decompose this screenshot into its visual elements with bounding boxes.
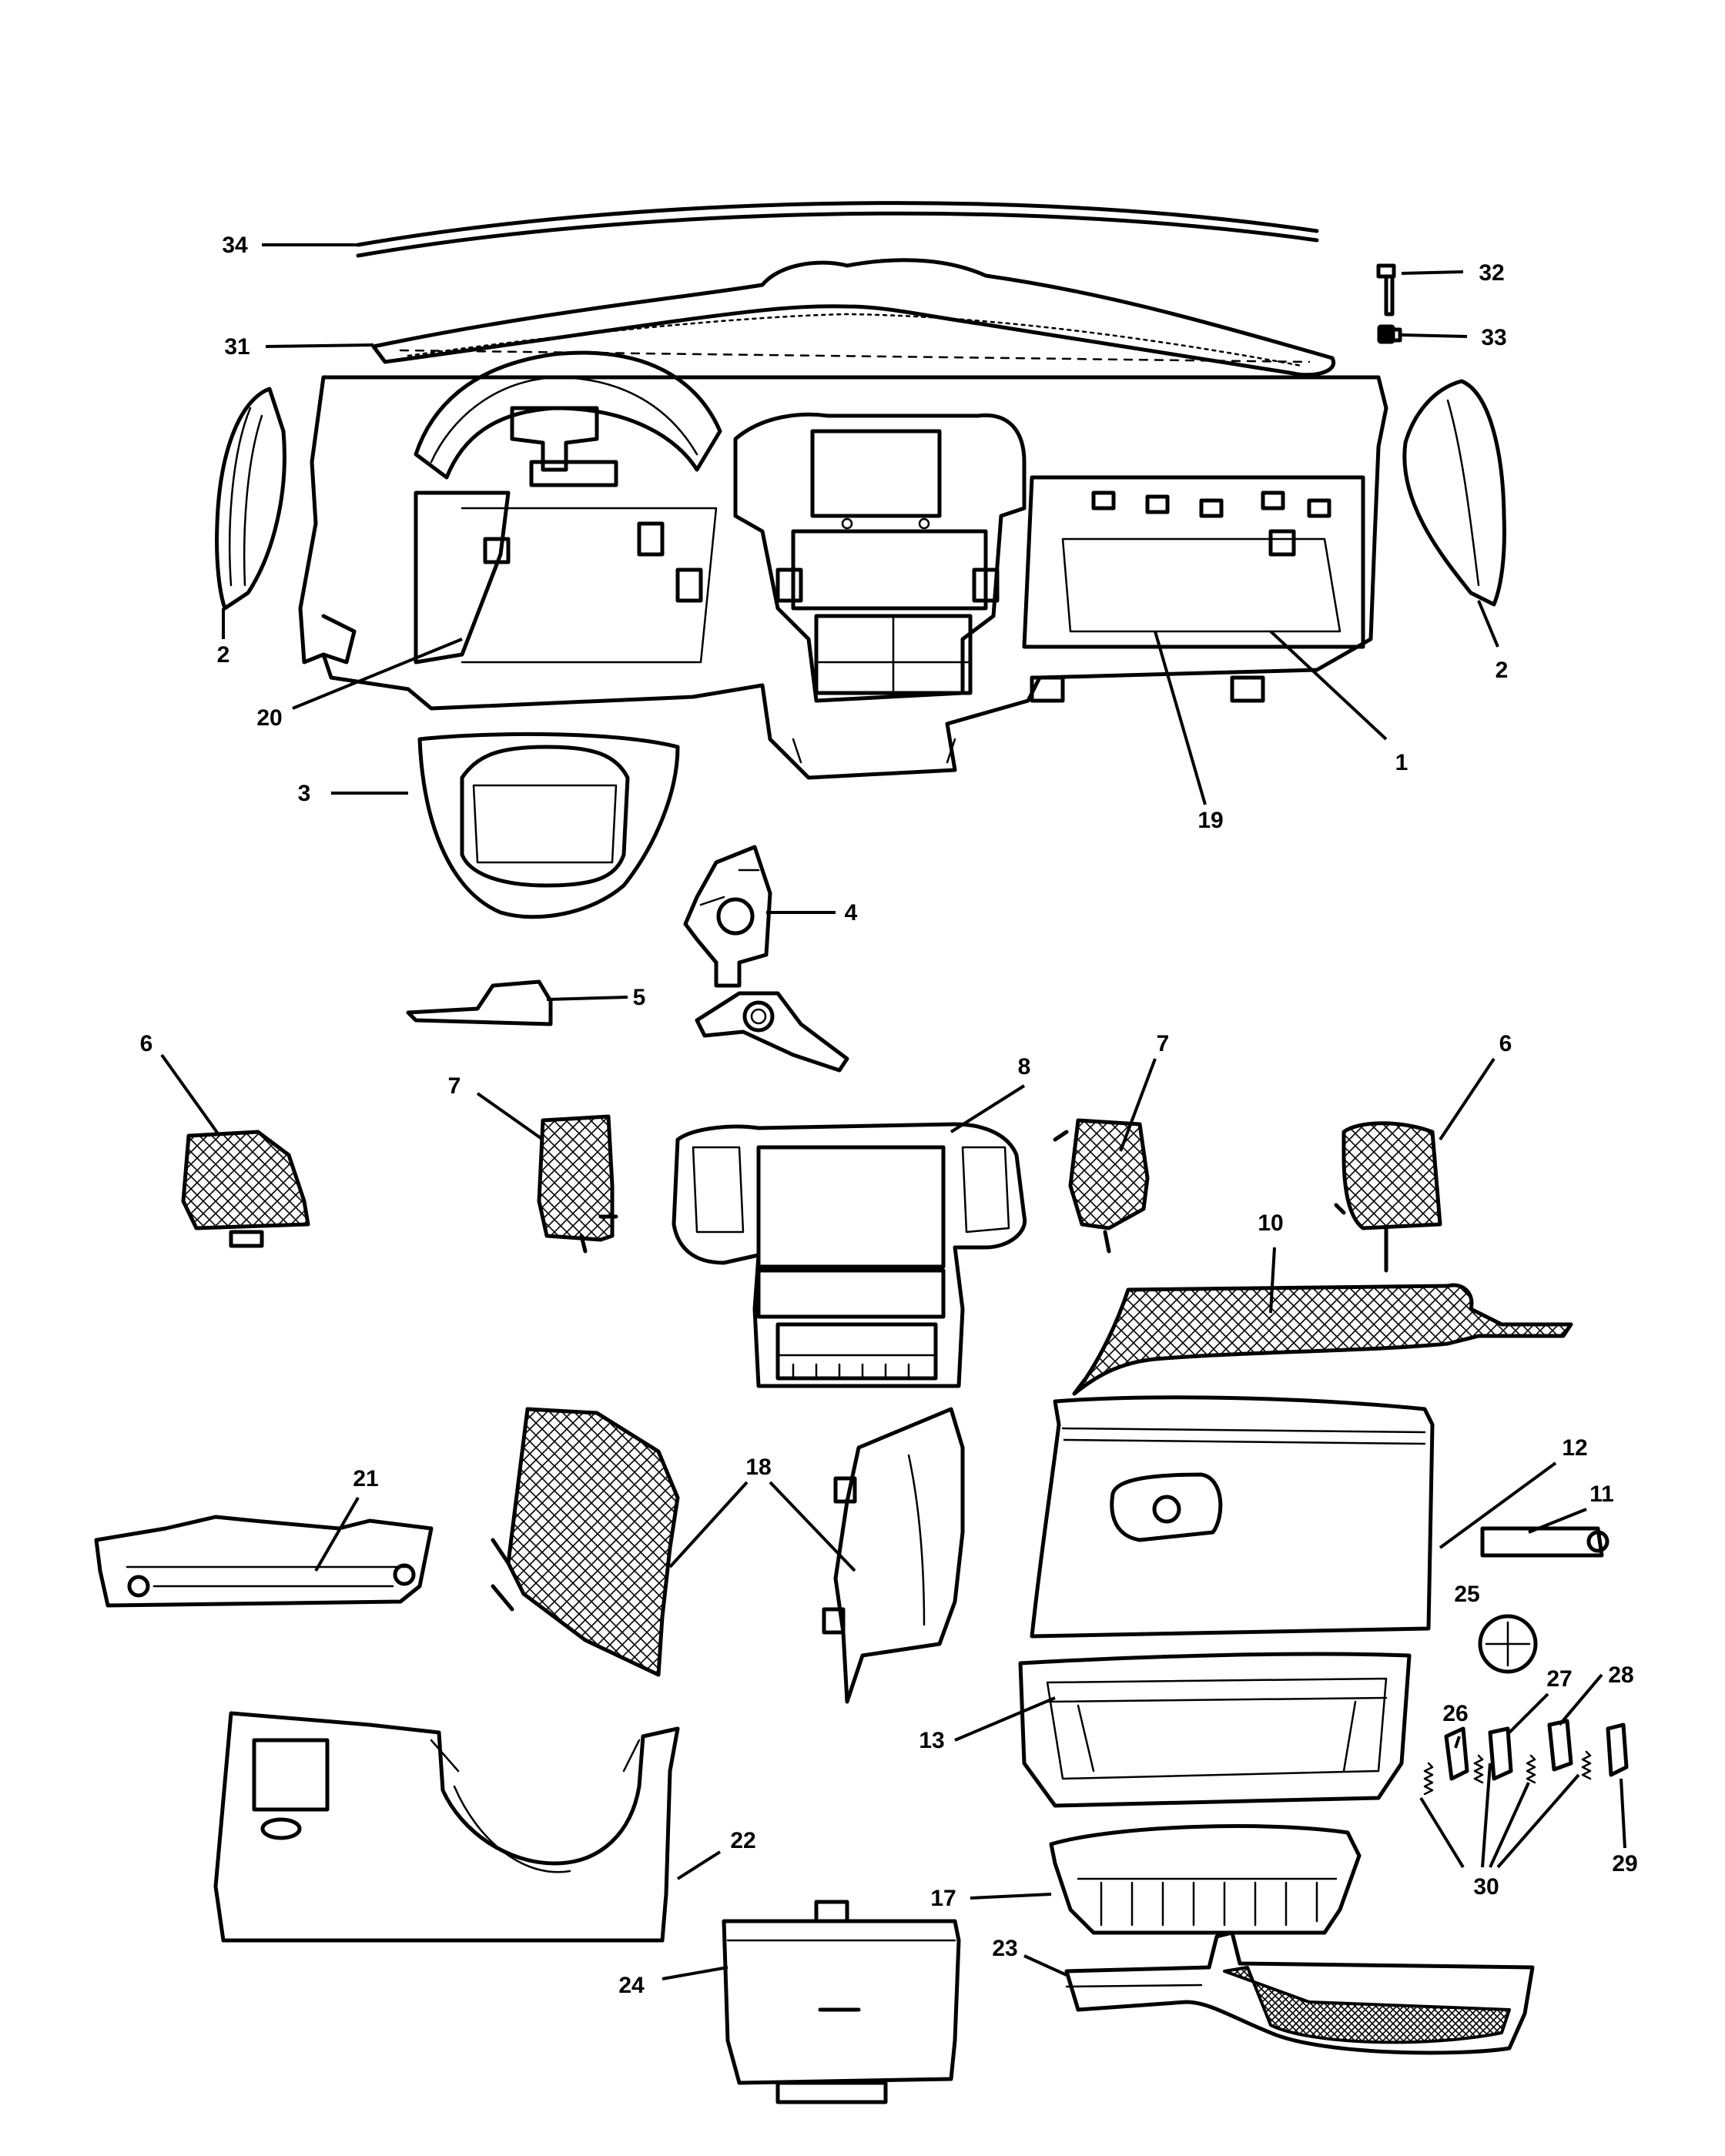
callout-20: 20: [256, 705, 282, 731]
leader-lines: [160, 243, 1626, 1980]
callout-labels: 34 31 32 33 2 2 20 1 19 3 4 5 6 6 7 7 8 …: [140, 233, 1638, 1998]
callout-24: 24: [618, 1973, 645, 1998]
callout-13: 13: [919, 1728, 944, 1753]
callout-8: 8: [1018, 1054, 1031, 1080]
part-21-lower-bracket: [94, 1515, 434, 1608]
callout-6-left: 6: [140, 1031, 153, 1056]
part-3-cluster-bezel: [417, 732, 680, 919]
callout-4: 4: [845, 900, 858, 926]
part-25-lock-cylinder: [1478, 1614, 1538, 1674]
part-6-left-outer-vent: [181, 1130, 310, 1248]
callout-27: 27: [1546, 1666, 1572, 1692]
callout-25: 25: [1454, 1582, 1479, 1607]
callout-19: 19: [1197, 808, 1223, 833]
callout-33: 33: [1481, 325, 1506, 350]
part-2-right-end-trim: [1402, 379, 1506, 607]
callout-22: 22: [730, 1828, 755, 1853]
part-23-lower-duct: [1064, 1930, 1535, 2055]
callout-12: 12: [1562, 1435, 1587, 1461]
part-7-left-center-vent: [537, 1114, 618, 1254]
callout-5: 5: [633, 985, 646, 1010]
part-13-glovebox-bin: [1018, 1652, 1412, 1808]
part-1-instrument-panel: [298, 350, 1388, 780]
part-5-trim-pieces: [406, 979, 849, 1073]
part-29-clip: [1581, 1722, 1629, 1780]
callout-17: 17: [930, 1886, 956, 1911]
part-27-clip: [1473, 1726, 1513, 1784]
callout-29: 29: [1612, 1851, 1637, 1876]
part-6-right-outer-vent: [1334, 1121, 1442, 1273]
part-26-clip: [1423, 1726, 1469, 1796]
part-33-clip: [1377, 324, 1402, 344]
part-22-knee-bolster: [213, 1711, 680, 1943]
callout-26: 26: [1442, 1701, 1468, 1726]
part-28-clip: [1526, 1719, 1573, 1784]
callout-1: 1: [1395, 750, 1408, 775]
callout-28: 28: [1608, 1662, 1633, 1688]
callout-2-right: 2: [1496, 658, 1509, 683]
callout-34: 34: [222, 233, 248, 258]
part-11-latch-bracket: [1480, 1526, 1609, 1558]
part-8-center-bezel: [672, 1122, 1027, 1388]
callout-7-right: 7: [1157, 1031, 1170, 1056]
callout-23: 23: [992, 1936, 1017, 1961]
part-12-glovebox-door: [1030, 1395, 1435, 1639]
callout-3: 3: [298, 781, 311, 806]
part-2-left-end-trim: [215, 387, 286, 611]
callout-6-right: 6: [1499, 1031, 1512, 1056]
part-31-upper-panel: [371, 258, 1336, 377]
callout-11: 11: [1589, 1481, 1614, 1507]
callout-21: 21: [353, 1466, 378, 1491]
part-34-trim-strip: [356, 201, 1319, 258]
part-10-trim-molding: [1072, 1283, 1573, 1396]
part-17-bin-liner: [1049, 1824, 1362, 1935]
callout-18: 18: [745, 1455, 771, 1480]
part-18-left-side-panel: [491, 1407, 680, 1677]
callout-30: 30: [1473, 1874, 1499, 1900]
callout-32: 32: [1479, 260, 1504, 286]
part-7-right-center-vent: [1053, 1118, 1150, 1254]
callout-10: 10: [1258, 1210, 1283, 1236]
callout-31: 31: [224, 334, 250, 360]
part-18-right-side-panel: [822, 1407, 965, 1704]
part-32-clip: [1376, 263, 1396, 316]
callout-2-left: 2: [217, 642, 230, 668]
part-24-storage-bin: [722, 1900, 961, 2104]
callout-7-left: 7: [448, 1073, 461, 1099]
part-4-bracket: [683, 845, 772, 988]
